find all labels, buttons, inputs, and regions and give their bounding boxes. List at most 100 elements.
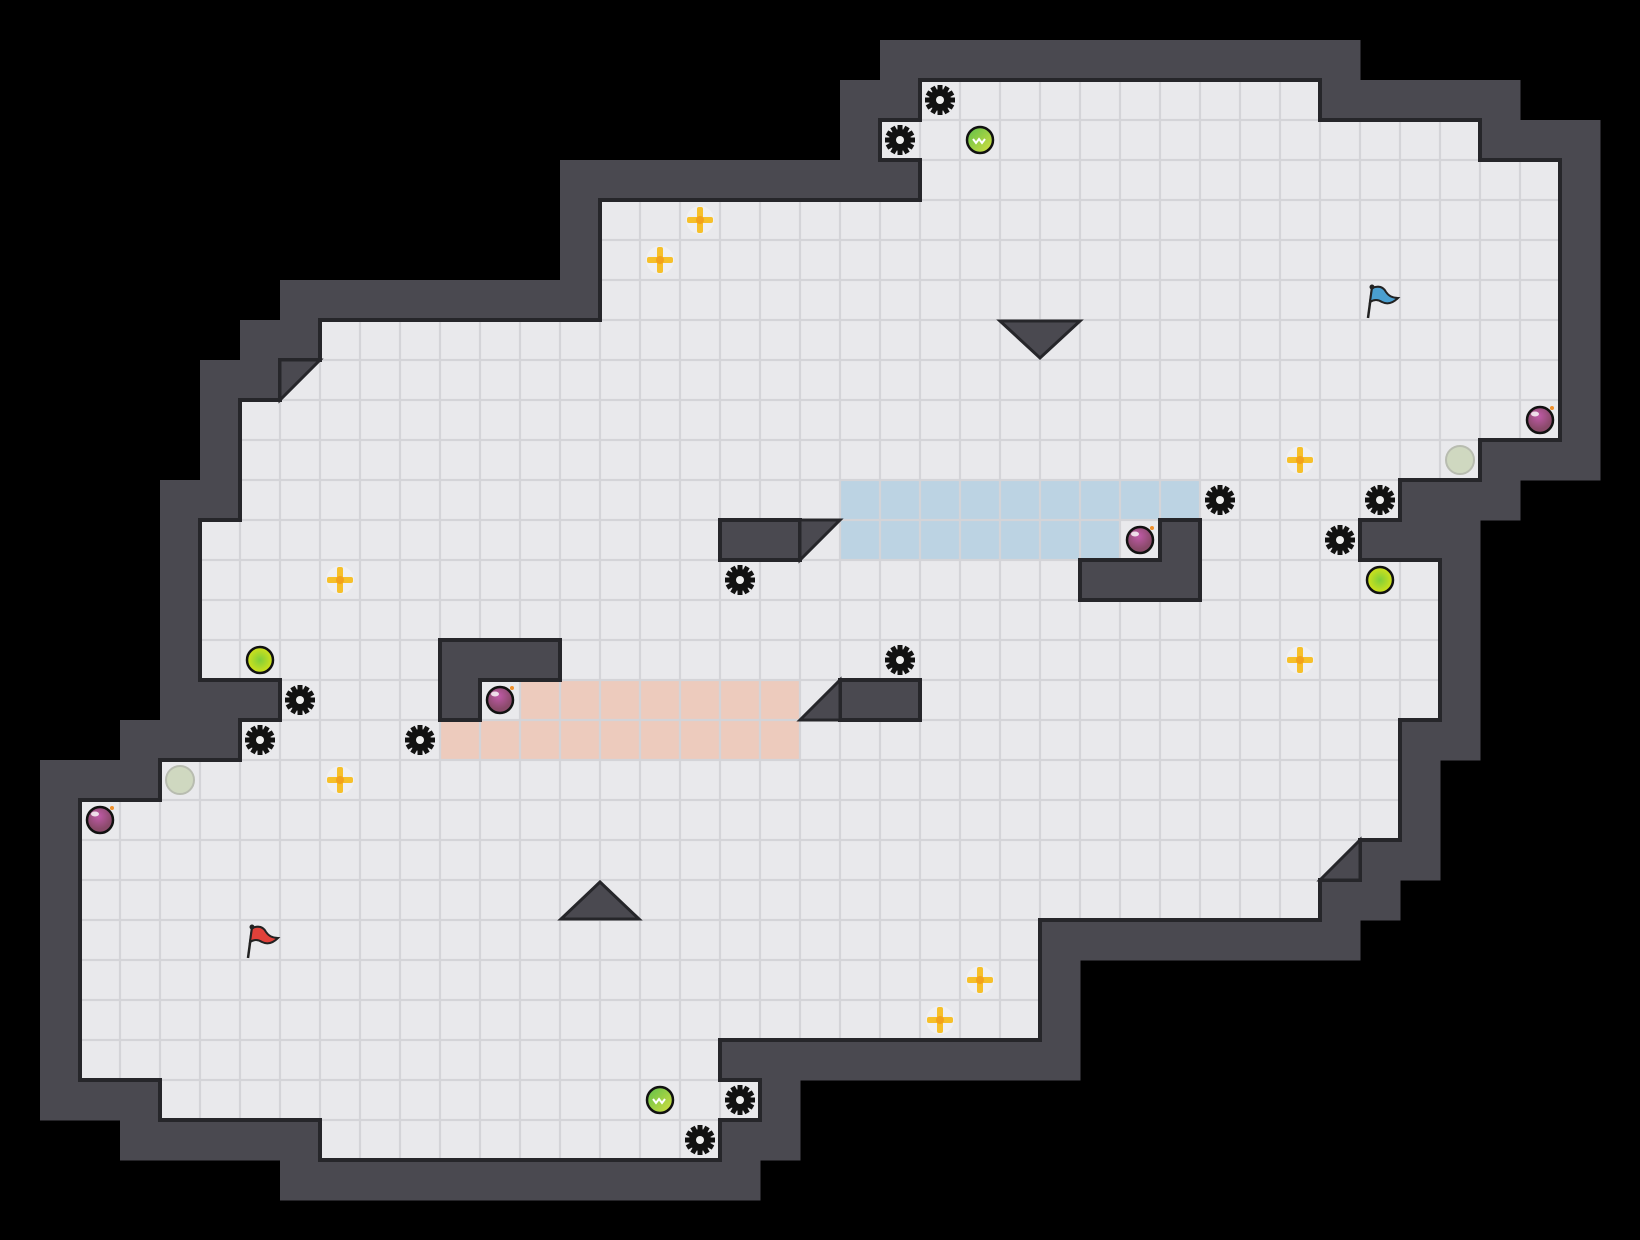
- floor-tile: [439, 759, 481, 801]
- floor-tile: [639, 1039, 681, 1081]
- wall-tile: [1400, 760, 1441, 801]
- floor-tile: [1119, 719, 1161, 761]
- floor-tile: [919, 719, 961, 761]
- floor-tile: [239, 439, 281, 481]
- floor-tile: [399, 1079, 441, 1121]
- floor-tile: [399, 319, 441, 361]
- floor-tile: [399, 679, 441, 721]
- wall-tile: [880, 80, 921, 121]
- floor-tile: [919, 799, 961, 841]
- floor-tile: [199, 519, 241, 561]
- floor-tile: [439, 919, 481, 961]
- wall-tile: [40, 1080, 81, 1121]
- floor-tile: [879, 279, 921, 321]
- floor-tile: [319, 519, 361, 561]
- floor-tile: [599, 959, 641, 1001]
- floor-tile: [1119, 159, 1161, 201]
- wall-tile: [920, 40, 961, 81]
- floor-tile: [1079, 119, 1121, 161]
- floor-tile: [1239, 159, 1281, 201]
- floor-tile: [799, 919, 841, 961]
- floor-tile: [879, 879, 921, 921]
- floor-tile: [839, 439, 881, 481]
- floor-tile: [319, 399, 361, 441]
- floor-tile: [759, 839, 801, 881]
- floor-tile: [559, 639, 601, 681]
- floor-tile: [1079, 279, 1121, 321]
- floor-tile: [679, 1039, 721, 1081]
- floor-tile: [919, 759, 961, 801]
- floor-tile: [879, 599, 921, 641]
- floor-tile: [399, 879, 441, 921]
- floor-tile: [1159, 159, 1201, 201]
- floor-tile: [719, 279, 761, 321]
- floor-tile: [879, 199, 921, 241]
- floor-tile: [1039, 599, 1081, 641]
- floor-tile: [159, 839, 201, 881]
- floor-tile: [1119, 239, 1161, 281]
- wall-tile: [440, 680, 481, 721]
- floor-tile: [1479, 239, 1521, 281]
- floor-tile: [1199, 439, 1241, 481]
- floor-tile: [1519, 159, 1561, 201]
- floor-tile: [799, 639, 841, 681]
- floor-tile: [319, 359, 361, 401]
- floor-tile: [479, 399, 521, 441]
- gear-tooth: [737, 1085, 743, 1091]
- bomb-shine: [1131, 531, 1139, 537]
- floor-tile: [839, 799, 881, 841]
- orb-stripes: [972, 137, 986, 145]
- floor-tile: [1199, 759, 1241, 801]
- floor-tile: [319, 719, 361, 761]
- floor-tile: [1239, 359, 1281, 401]
- plus-center: [936, 1016, 944, 1024]
- gear-tooth: [297, 685, 303, 691]
- floor-tile: [519, 359, 561, 401]
- wall-tile: [280, 320, 321, 361]
- floor-tile: [679, 919, 721, 961]
- wall-slope: [796, 676, 842, 722]
- floor-tile: [959, 879, 1001, 921]
- wall-tile: [1360, 520, 1401, 561]
- floor-tile: [279, 519, 321, 561]
- floor-tile: [1399, 599, 1441, 641]
- floor-tile: [79, 1039, 121, 1081]
- floor-tile: [679, 599, 721, 641]
- wall-tile: [520, 1160, 561, 1201]
- floor-tile: [639, 919, 681, 961]
- floor-tile: [1279, 799, 1321, 841]
- floor-tile: [919, 159, 961, 201]
- wall-tile: [560, 1160, 601, 1201]
- floor-tile: [839, 999, 881, 1041]
- floor-tile: [1199, 119, 1241, 161]
- orb-body: [165, 765, 195, 795]
- floor-tile: [1239, 799, 1281, 841]
- floor-tile: [279, 639, 321, 681]
- wall-tile: [1440, 720, 1481, 761]
- grey-orb-icon: [1445, 445, 1475, 475]
- orb-stripes: [652, 1097, 666, 1105]
- floor-tile: [1319, 119, 1361, 161]
- floor-tile: [1039, 239, 1081, 281]
- wall-tile: [720, 1040, 761, 1081]
- wall-tile: [480, 640, 521, 681]
- floor-tile: [1239, 759, 1281, 801]
- floor-tile: [1319, 759, 1361, 801]
- floor-tile: [919, 199, 961, 241]
- floor-tile: [1079, 839, 1121, 881]
- floor-tile: [1159, 319, 1201, 361]
- floor-tile: [519, 959, 561, 1001]
- wall-tile: [1360, 80, 1401, 121]
- floor-tile: [439, 479, 481, 521]
- gear-hazard-icon: [245, 725, 275, 755]
- floor-tile: [239, 879, 281, 921]
- floor-tile: [439, 1039, 481, 1081]
- floor-tile: [1399, 119, 1441, 161]
- floor-tile: [1159, 279, 1201, 321]
- wall-tile: [1160, 920, 1201, 961]
- floor-tile: [719, 439, 761, 481]
- floor-tile: [399, 439, 441, 481]
- wall-tile: [1080, 40, 1121, 81]
- floor-tile: [879, 719, 921, 761]
- gear-tooth: [257, 749, 263, 755]
